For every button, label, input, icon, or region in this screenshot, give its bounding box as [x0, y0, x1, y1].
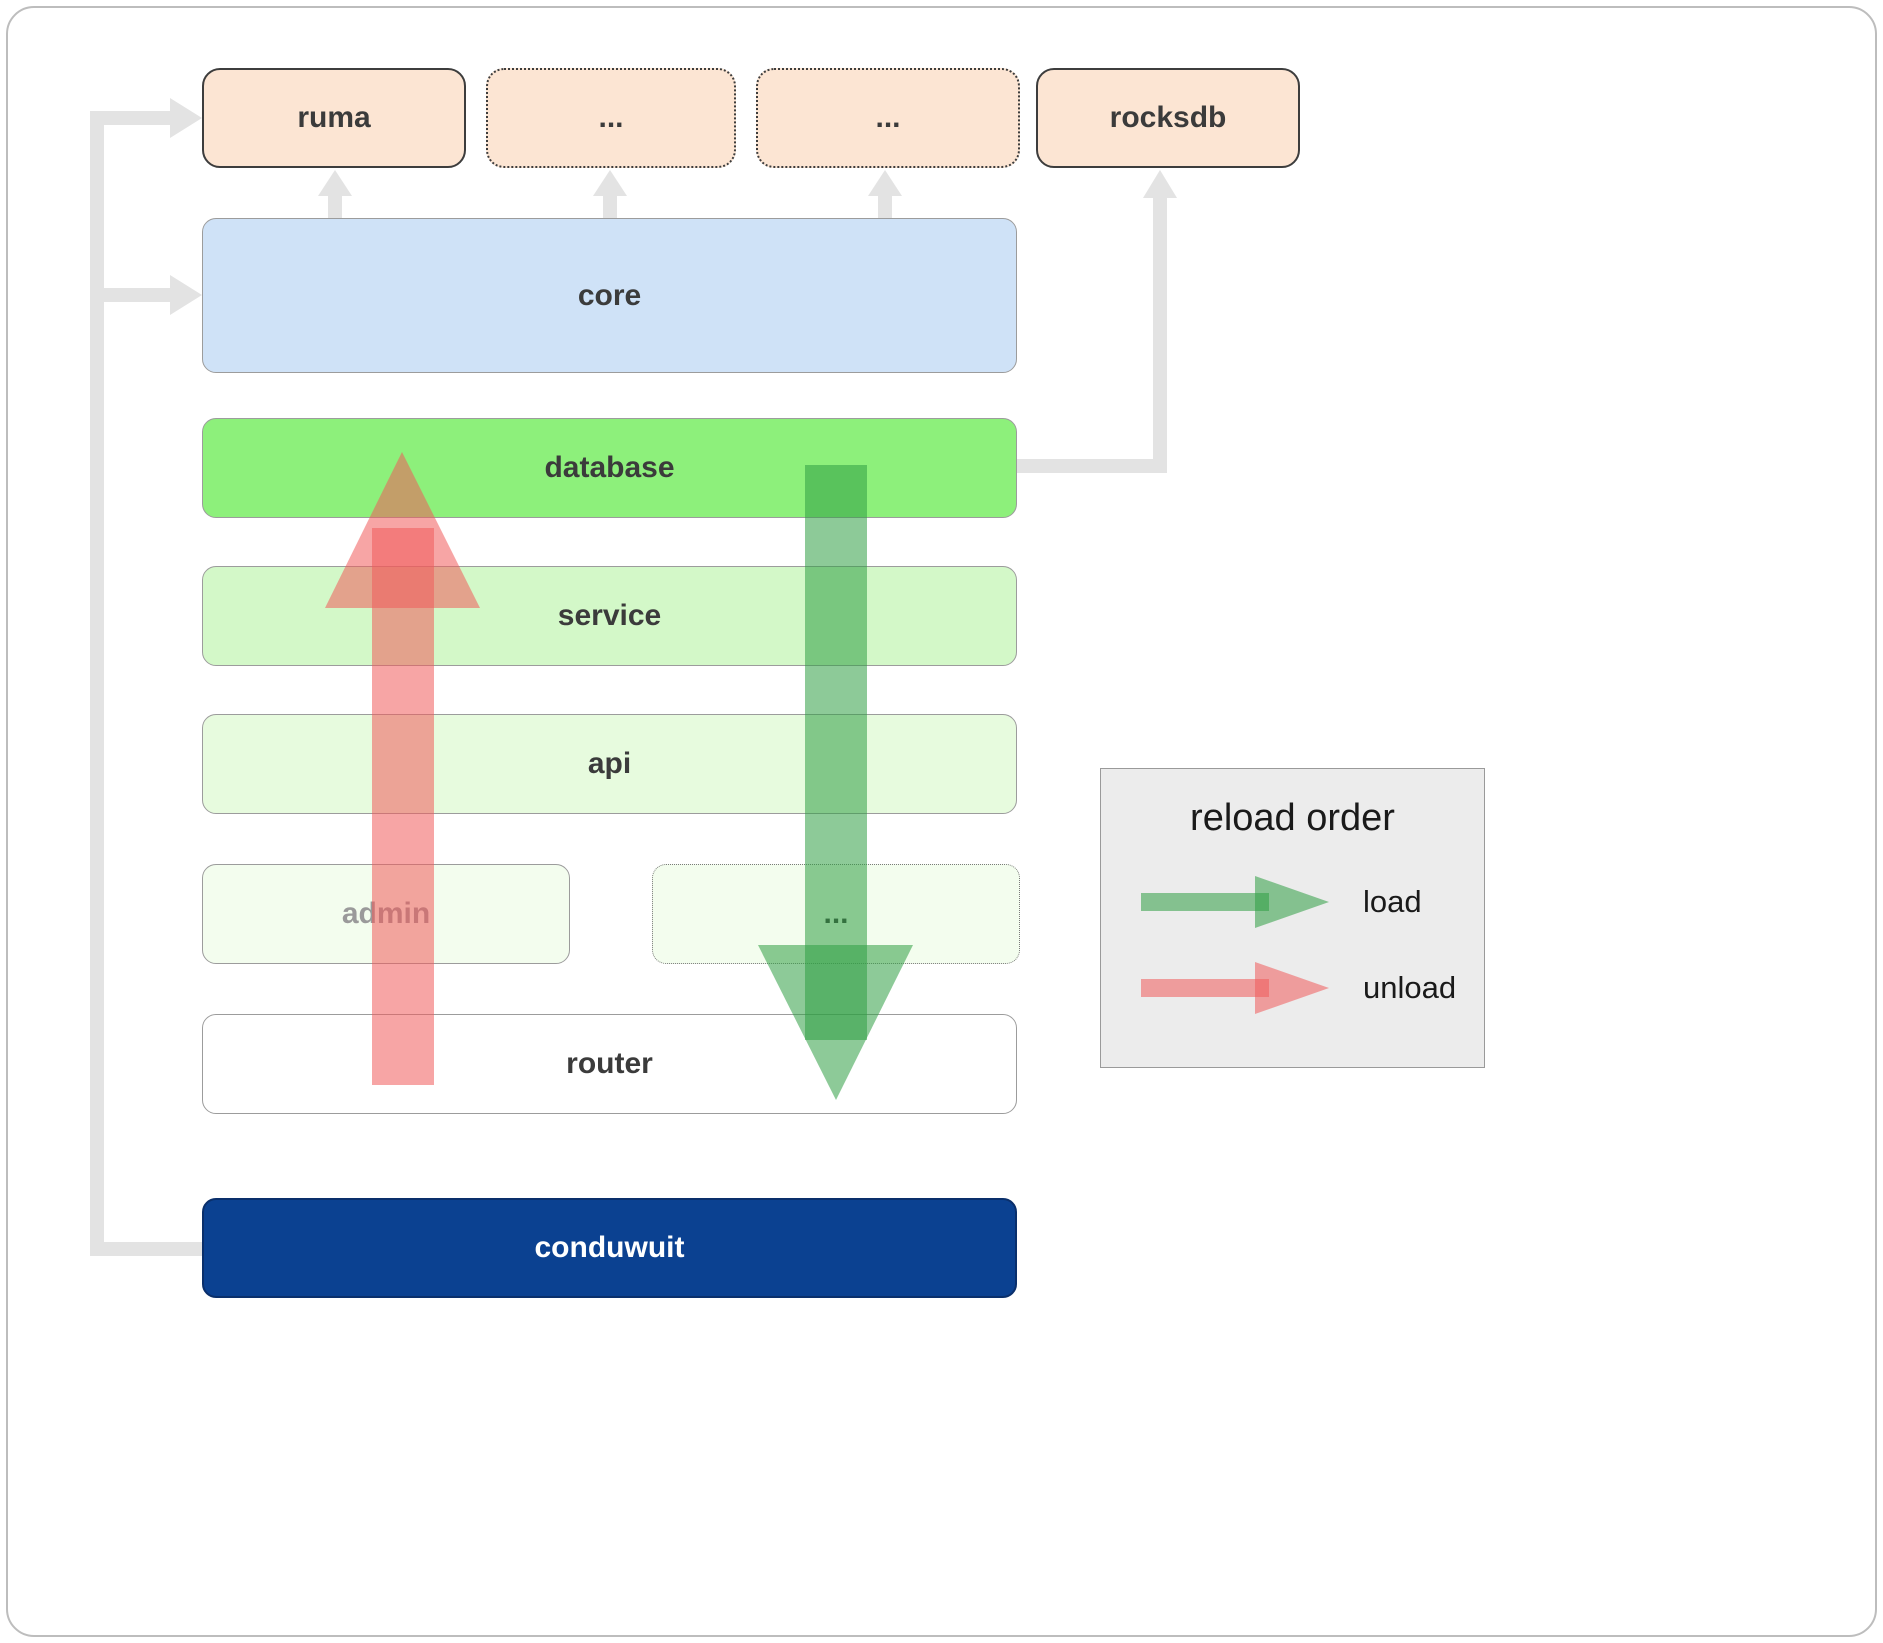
node-admin: admin	[202, 864, 570, 964]
conduwuit-to-ruma-connector	[90, 111, 202, 1256]
node-core-label: core	[577, 278, 642, 312]
node-router: router	[202, 1014, 1017, 1114]
node-core: core	[202, 218, 1017, 373]
node-module-ellipsis: ...	[652, 864, 1020, 964]
node-router-label: router	[566, 1047, 653, 1080]
legend-load-label: load	[1363, 884, 1422, 919]
node-rocksdb-label: rocksdb	[1109, 101, 1227, 134]
legend-row-unload: unload	[1137, 956, 1484, 1020]
rocksdb-arrowhead-icon	[1143, 170, 1177, 198]
node-api-label: api	[587, 747, 632, 780]
unload-arrow-icon	[1141, 962, 1329, 1014]
node-service: service	[202, 566, 1017, 666]
node-api: api	[202, 714, 1017, 814]
core-to-ruma-arrowhead-icon	[318, 170, 352, 196]
core-arrowhead-icon	[170, 275, 202, 315]
node-service-label: service	[557, 599, 662, 632]
legend-unload-label: unload	[1363, 970, 1457, 1005]
node-ellipsis-2-label: ...	[875, 101, 901, 134]
node-conduwuit: conduwuit	[202, 1198, 1017, 1298]
core-to-ellipsis2-arrowhead-icon	[868, 170, 902, 196]
node-admin-label: admin	[341, 897, 431, 930]
legend-row-load: load	[1137, 870, 1484, 934]
ruma-arrowhead-icon	[170, 98, 202, 138]
database-to-rocksdb-connector	[1017, 198, 1167, 473]
core-to-ellipsis1-arrowhead-icon	[593, 170, 627, 196]
node-rocksdb: rocksdb	[1036, 68, 1300, 168]
node-ellipsis-1-label: ...	[598, 101, 624, 134]
node-ruma: ruma	[202, 68, 466, 168]
node-database: database	[202, 418, 1017, 518]
legend: reload order load unload	[1100, 768, 1485, 1068]
node-ellipsis-1: ...	[486, 68, 736, 168]
node-conduwuit-label: conduwuit	[534, 1231, 685, 1264]
node-database-label: database	[544, 451, 675, 484]
legend-title: reload order	[1190, 797, 1395, 839]
node-ellipsis-2: ...	[756, 68, 1020, 168]
legend-items: load unload	[1101, 870, 1484, 1020]
node-module-ellipsis-label: ...	[823, 897, 849, 930]
node-ruma-label: ruma	[297, 101, 371, 134]
load-arrow-icon	[1141, 876, 1329, 928]
